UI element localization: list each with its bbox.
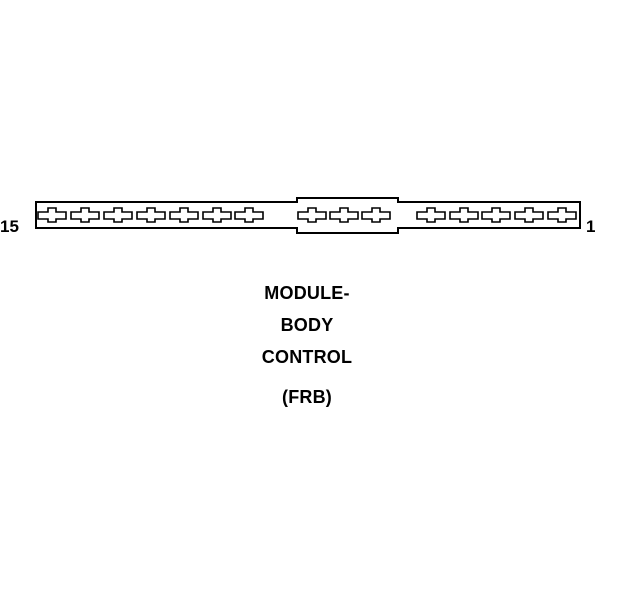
pin-cavity-10 [202,207,232,223]
pin-cavity-7 [329,207,359,223]
caption-line-module: MODULE- [264,283,350,303]
caption-line-frb: (FRB) [282,387,332,407]
pin-cavity-3 [481,207,511,223]
pin-cavity-8 [297,207,327,223]
pin-cavity-1 [547,207,577,223]
pin-cavity-2 [514,207,544,223]
pin-cavity-13 [103,207,133,223]
pin-number-right: 1 [586,217,596,236]
pin-cavity-5 [416,207,446,223]
pin-group [37,207,577,223]
pin-cavity-9 [234,207,264,223]
pin-cavity-14 [70,207,100,223]
pin-cavity-4 [449,207,479,223]
caption-line-body: BODY [280,315,334,335]
pin-cavity-6 [361,207,391,223]
pin-cavity-12 [136,207,166,223]
pin-cavity-11 [169,207,199,223]
pin-number-left: 15 [0,217,19,236]
caption-line-control: CONTROL [261,347,353,367]
pin-cavity-15 [37,207,67,223]
